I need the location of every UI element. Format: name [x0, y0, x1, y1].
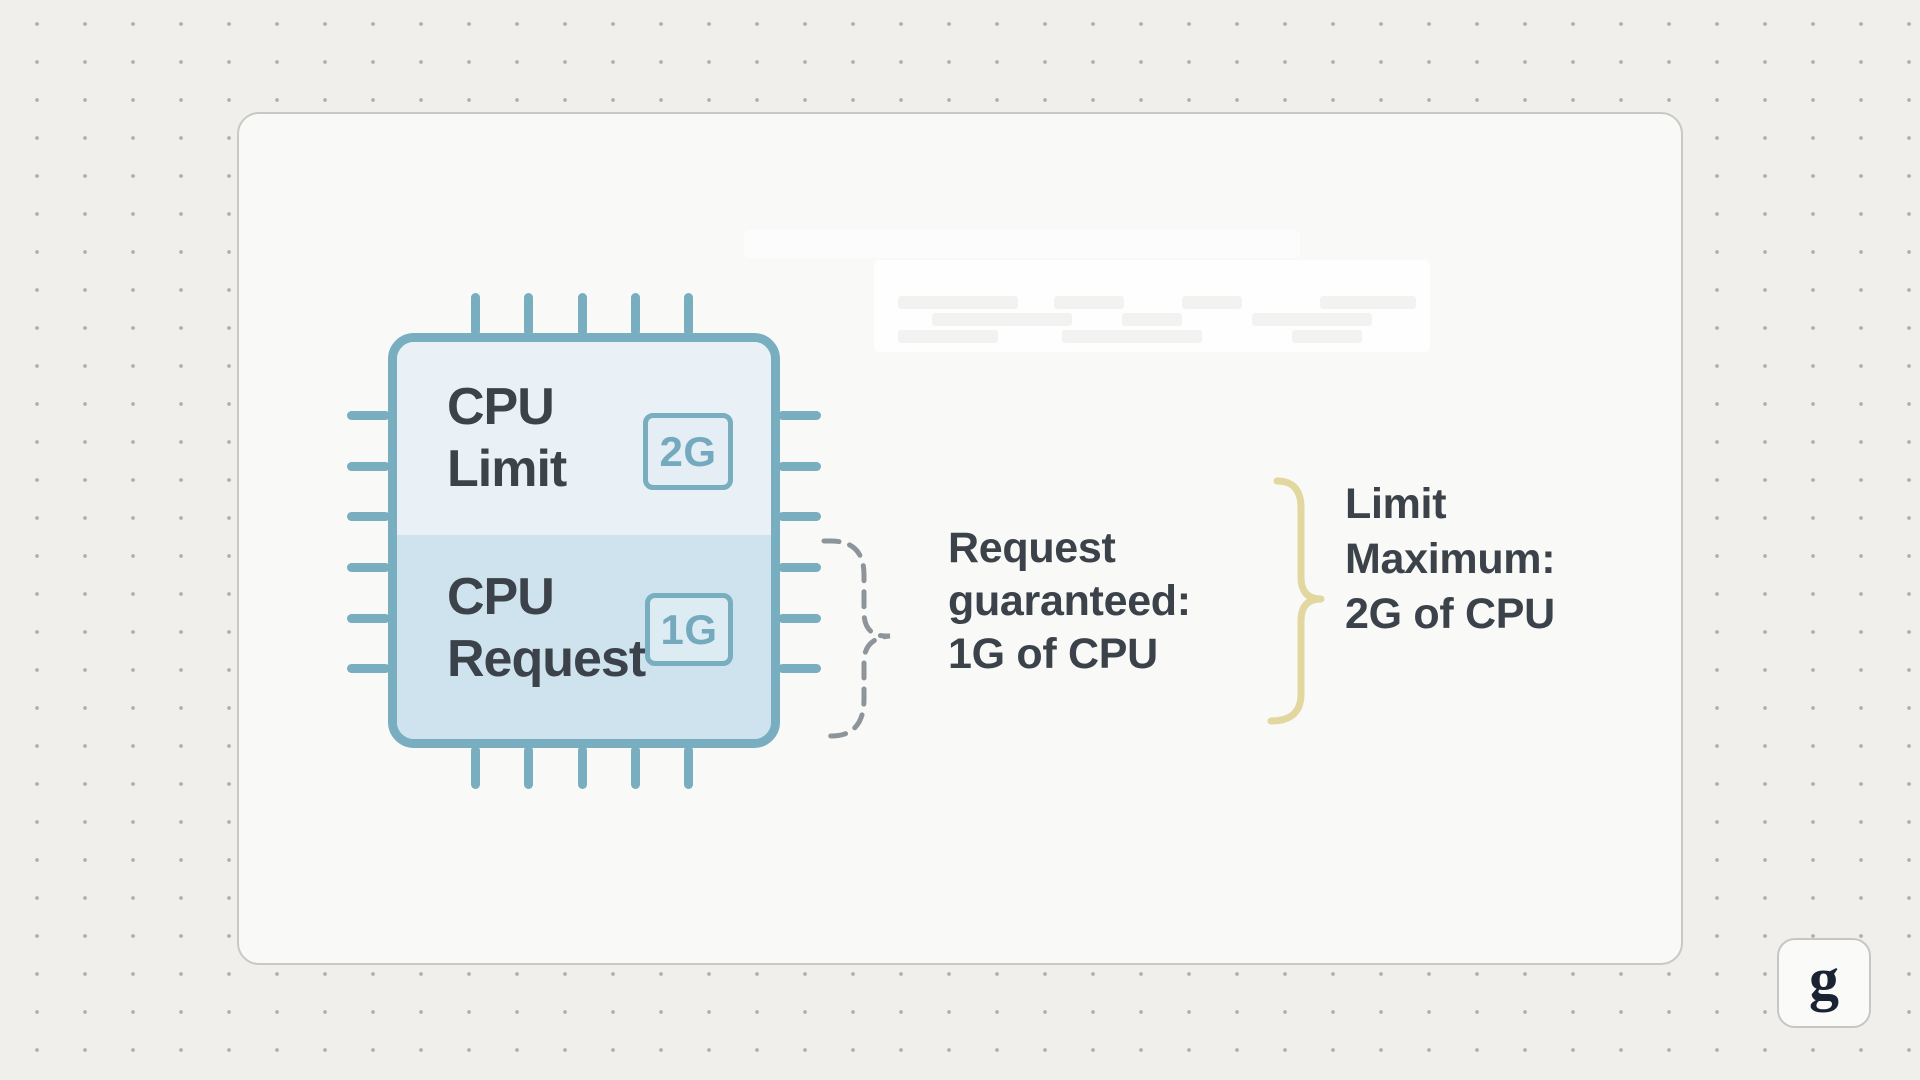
blurred-text-bar — [1182, 296, 1242, 309]
chip-pin — [778, 562, 821, 572]
chip-pin — [347, 410, 390, 420]
request-guaranteed-note: Request guaranteed: 1G of CPU — [948, 524, 1191, 678]
chip-pin — [523, 746, 533, 789]
chip-pin — [630, 746, 640, 789]
chip-pin — [347, 613, 390, 623]
chip-pin — [778, 663, 821, 673]
blurred-text-bar — [1062, 330, 1202, 343]
chip-pin — [577, 293, 587, 336]
blurred-text-bar — [1054, 296, 1124, 309]
chip-pin — [470, 293, 480, 336]
chip-pin — [630, 293, 640, 336]
blurred-text-bar — [898, 330, 998, 343]
chip-pin — [683, 293, 693, 336]
blurred-text-bar — [1320, 296, 1416, 309]
cpu-limit-section: CPU Limit 2G — [397, 342, 771, 535]
chip-pin — [778, 461, 821, 471]
chip-pin — [470, 746, 480, 789]
cpu-chip-illustration: CPU Limit 2G CPU Request 1G — [347, 293, 821, 789]
blurred-text-band — [744, 230, 1300, 258]
chip-pin — [347, 663, 390, 673]
blurred-text-bar — [898, 296, 1018, 309]
logo-badge[interactable]: g — [1777, 938, 1871, 1028]
chip-pin — [577, 746, 587, 789]
chip-pin — [778, 511, 821, 521]
blurred-text-bar — [1292, 330, 1362, 343]
chip-pin — [683, 746, 693, 789]
chip-pin — [347, 511, 390, 521]
cpu-request-section: CPU Request 1G — [397, 535, 771, 739]
cpu-limit-value-badge: 2G — [643, 413, 733, 490]
blurred-text-bar — [1122, 313, 1182, 326]
chip-pin — [523, 293, 533, 336]
limit-maximum-note: Limit Maximum: 2G of CPU — [1345, 480, 1556, 638]
cpu-request-label: CPU Request — [447, 568, 646, 688]
cpu-limit-label: CPU Limit — [447, 378, 567, 498]
chip-body: CPU Limit 2G CPU Request 1G — [388, 333, 780, 748]
cpu-request-value-badge: 1G — [645, 593, 733, 666]
chip-pin — [347, 461, 390, 471]
chip-pin — [778, 410, 821, 420]
chip-pin — [347, 562, 390, 572]
logo-letter: g — [1809, 946, 1839, 1012]
chip-pin — [778, 613, 821, 623]
blurred-text-bar — [1252, 313, 1372, 326]
blurred-text-bar — [932, 313, 1072, 326]
